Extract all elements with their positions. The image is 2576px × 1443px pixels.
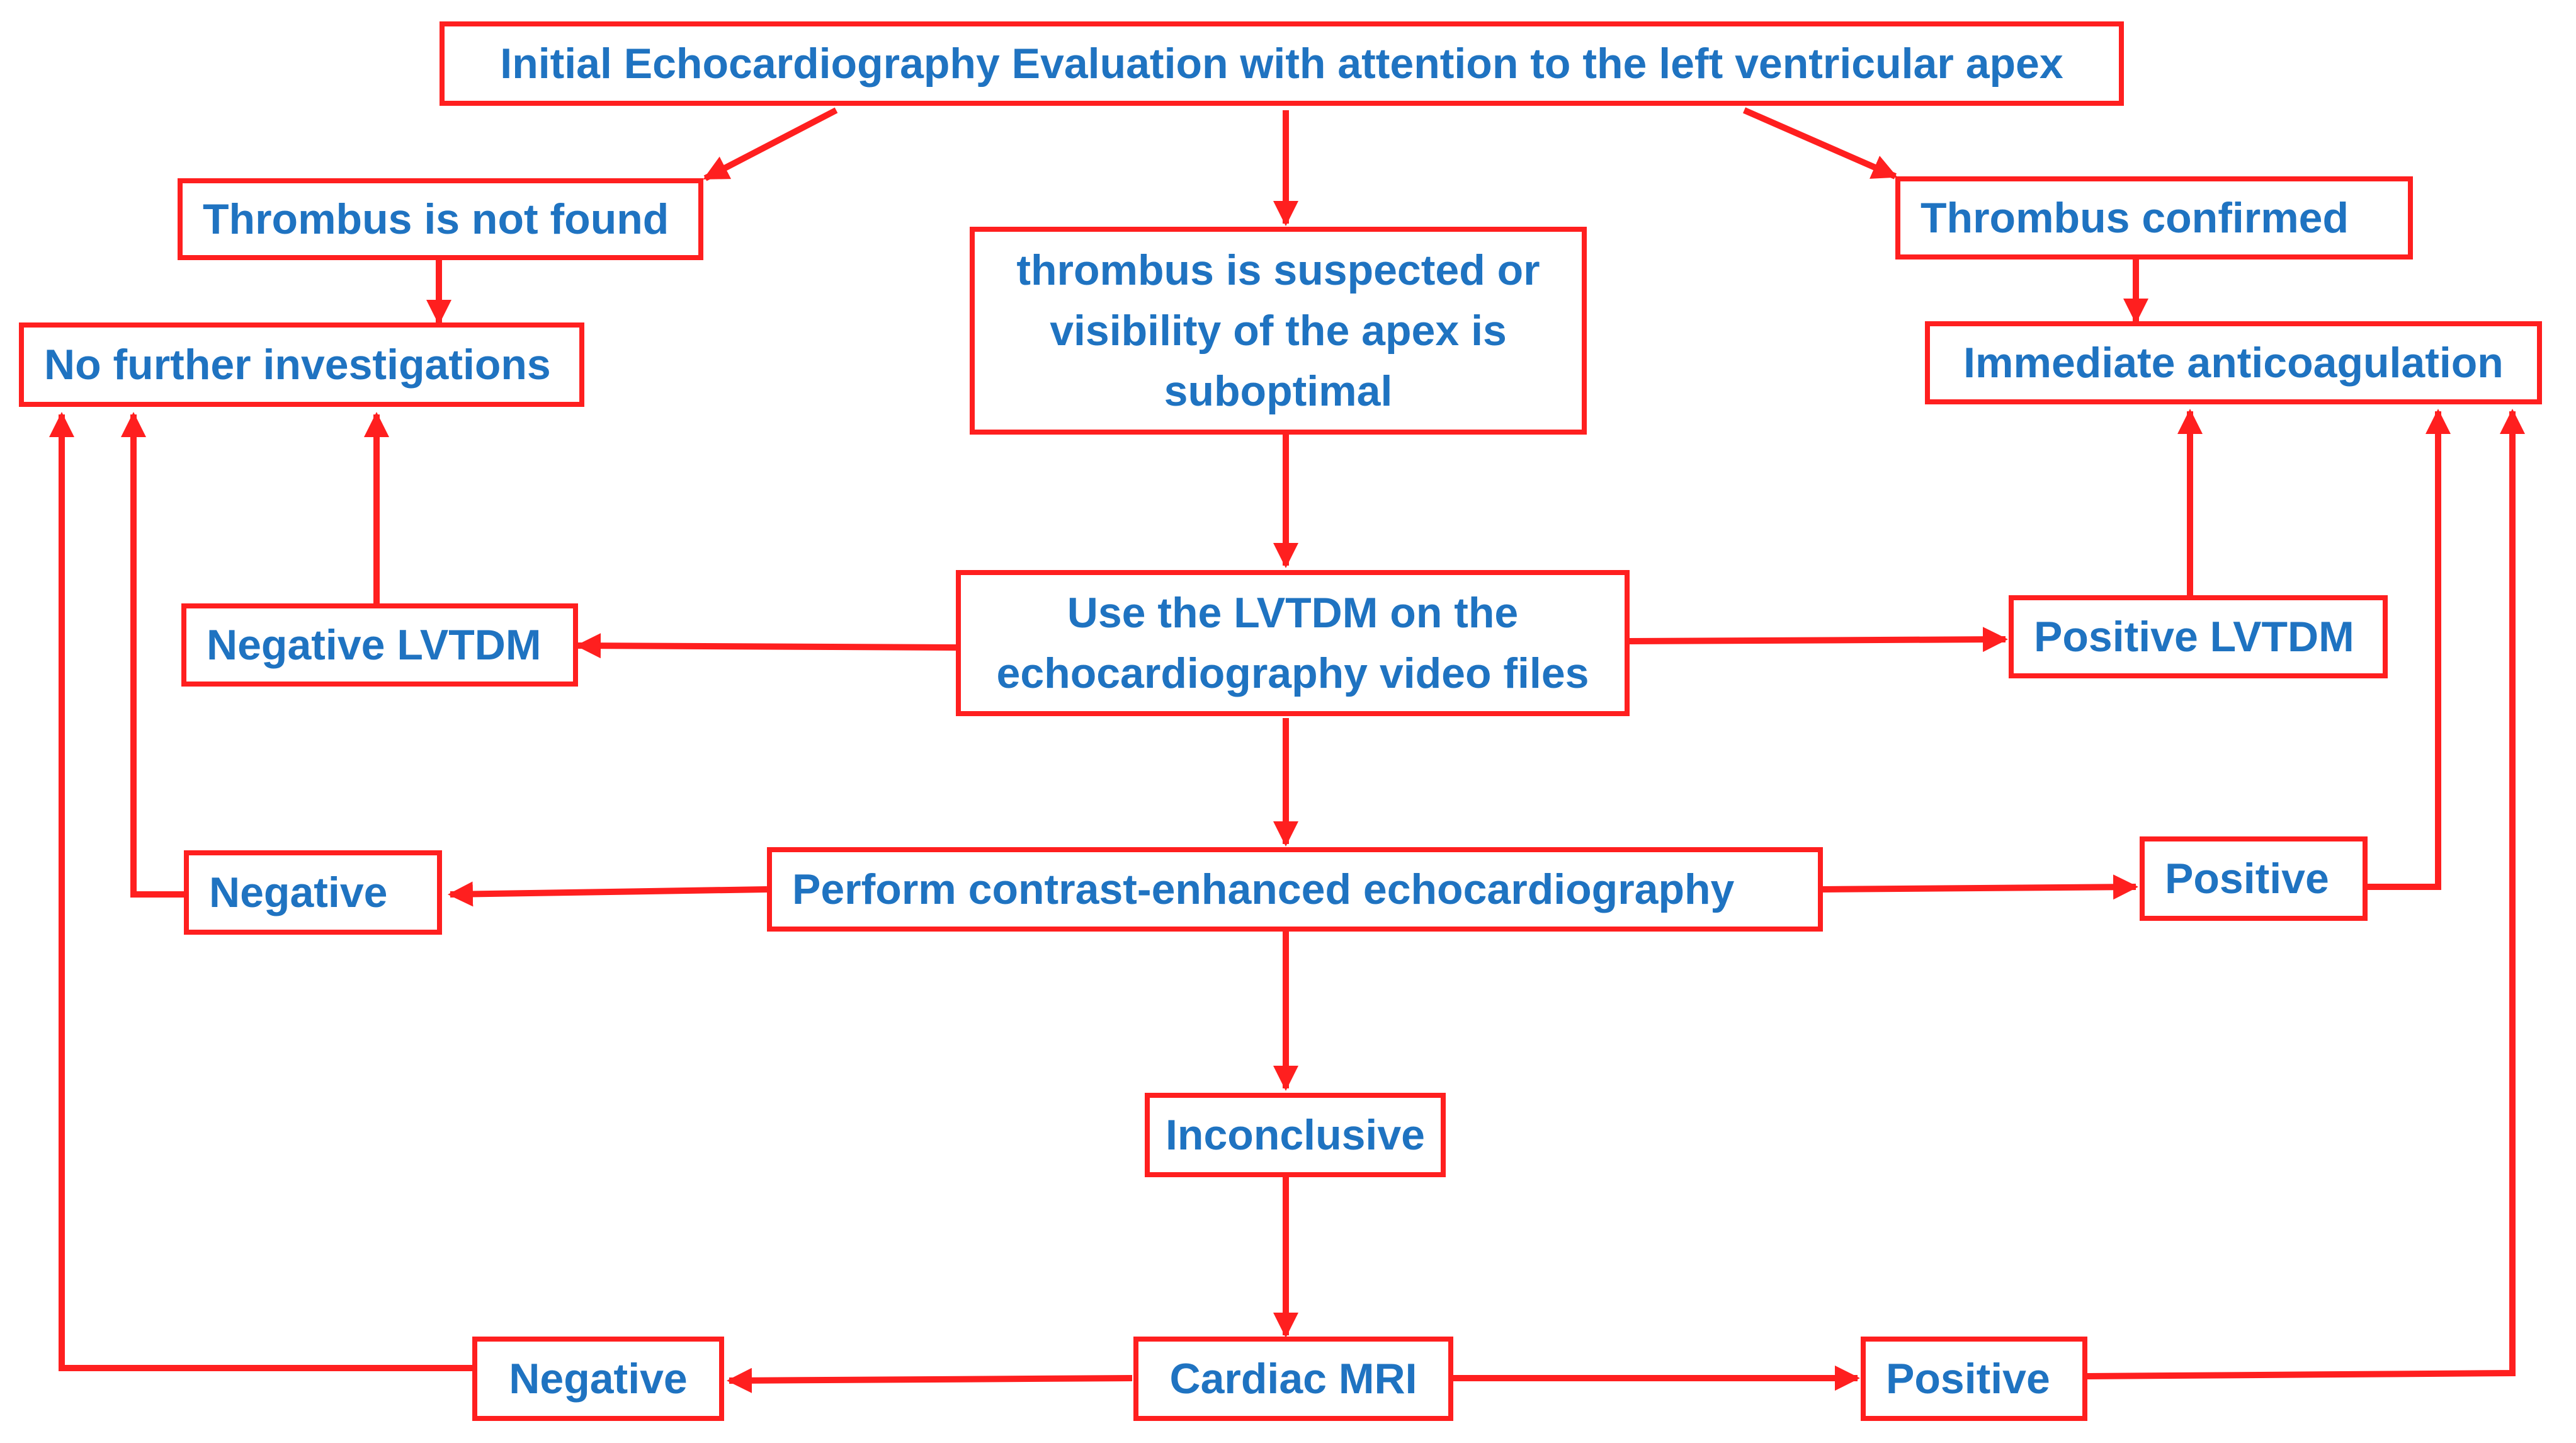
node-positive-lvtdm: Positive LVTDM xyxy=(2009,595,2388,678)
edge-initial-to-not-found xyxy=(703,107,838,181)
edge-pos-contrast-to-anticoag xyxy=(2368,409,2451,890)
node-negative-lvtdm: Negative LVTDM xyxy=(181,603,578,687)
edge-initial-to-confirmed xyxy=(1742,107,1898,180)
edge-neg-contrast-to-no-further xyxy=(121,412,184,898)
edge-lvtdm-to-pos-lvtdm xyxy=(1629,627,2008,653)
node-thrombus-confirmed: Thrombus confirmed xyxy=(1895,176,2413,260)
node-thrombus-not-found: Thrombus is not found xyxy=(178,178,703,260)
node-cardiac-mri: Cardiac MRI xyxy=(1133,1337,1453,1421)
edge-pos-mri-to-anticoag xyxy=(2087,409,2525,1379)
node-immediate-anticoagulation: Immediate anticoagulation xyxy=(1925,321,2542,404)
node-initial-evaluation: Initial Echocardiography Evaluation with… xyxy=(440,21,2124,106)
node-positive-contrast: Positive xyxy=(2140,836,2368,921)
edge-mri-to-neg xyxy=(727,1367,1133,1393)
node-inconclusive: Inconclusive xyxy=(1145,1093,1446,1177)
node-no-further-investigations: No further investigations xyxy=(19,322,584,407)
node-negative-contrast: Negative xyxy=(184,850,442,935)
edge-neg-mri-to-no-further xyxy=(49,412,472,1371)
edge-contrast-to-neg xyxy=(448,881,768,907)
node-contrast-echocardiography: Perform contrast-enhanced echocardiograp… xyxy=(767,847,1823,932)
node-use-lvtdm: Use the LVTDM on the echocardiography vi… xyxy=(956,570,1630,716)
node-thrombus-suspected: thrombus is suspected or visibility of t… xyxy=(970,227,1587,435)
edge-lvtdm-to-neg-lvtdm xyxy=(576,633,956,659)
node-negative-mri: Negative xyxy=(472,1337,724,1421)
node-positive-mri: Positive xyxy=(1861,1337,2087,1421)
edge-contrast-to-pos xyxy=(1822,874,2138,900)
